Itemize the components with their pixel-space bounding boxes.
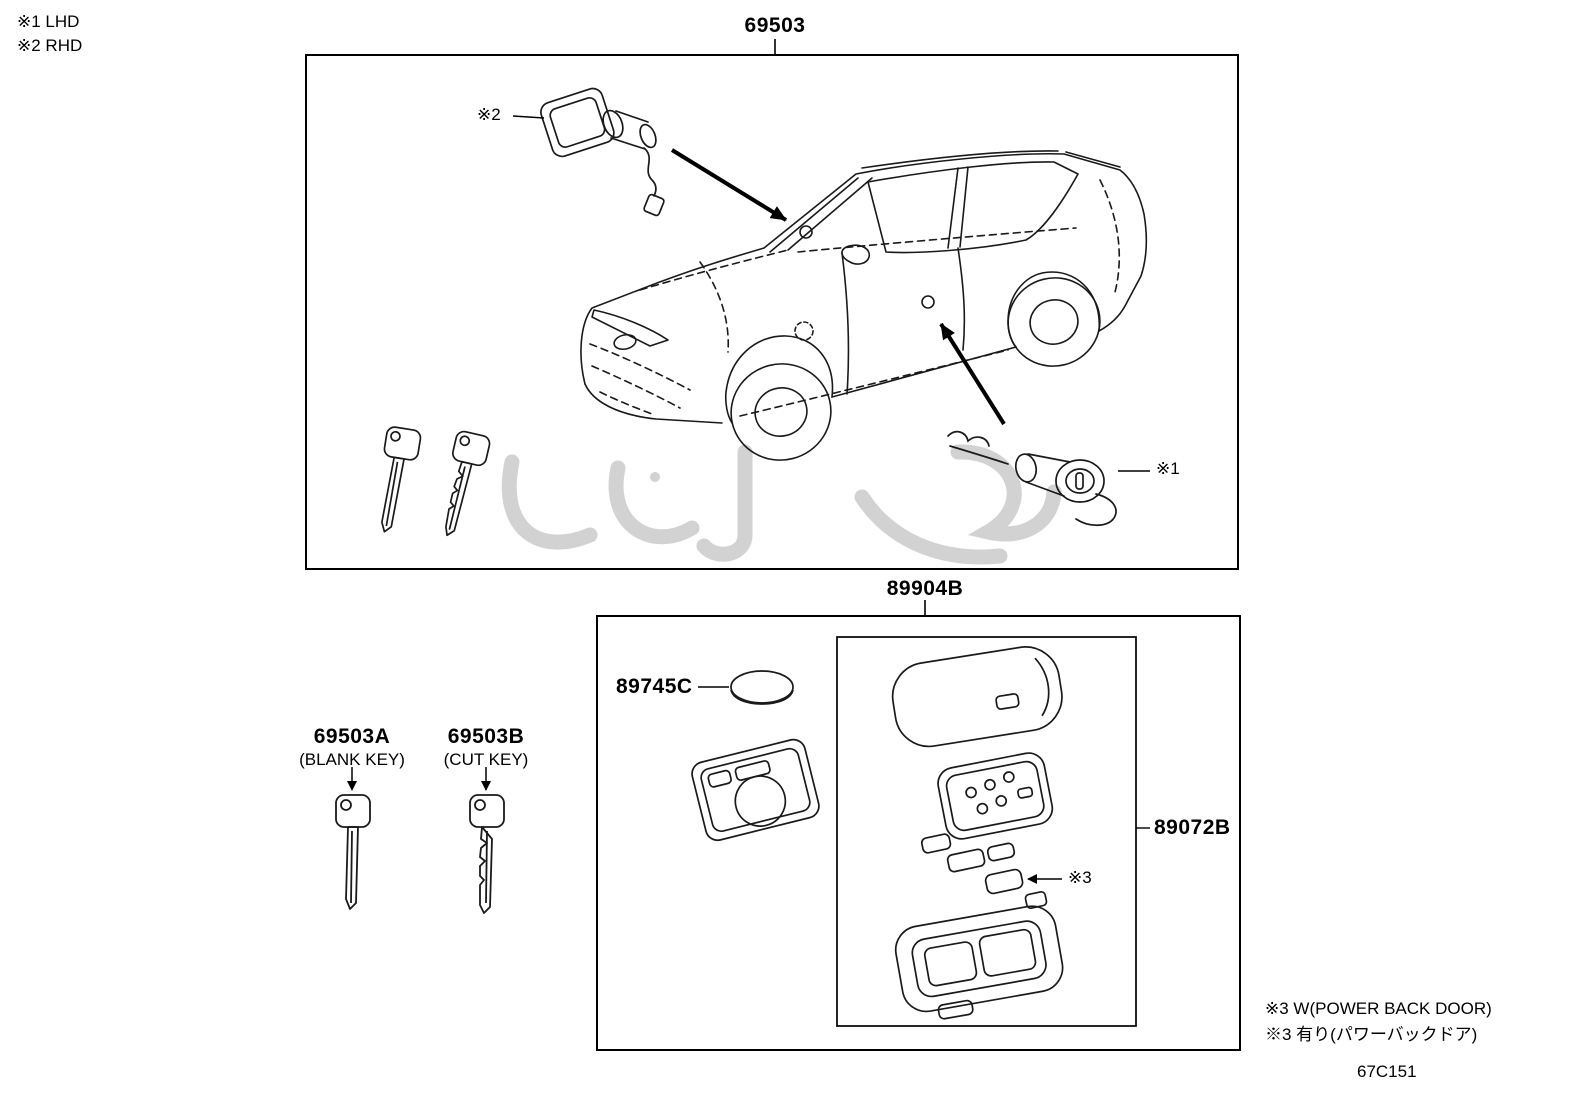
master-key-cut-illustration: [445, 430, 491, 537]
legend-power-back-door-en: ※3 W(POWER BACK DOOR): [1265, 999, 1492, 1018]
fob-front-case: [894, 905, 1064, 1020]
blank-key-illustration: [335, 794, 371, 910]
rear-door-lock-point: [921, 295, 935, 309]
fob-back-cover: [891, 646, 1063, 748]
watermark-logo: [501, 444, 1062, 565]
transmitter-box: [596, 615, 1241, 1051]
fob-buttons: [920, 833, 1048, 910]
blank-key-caption: (BLANK KEY): [299, 750, 405, 769]
legend-rhd: ※2 RHD: [17, 36, 83, 55]
part-label-blank-key: 69503A: [313, 725, 391, 748]
part-label-battery: 89745C: [616, 675, 693, 698]
marker-3-label: ※3: [1068, 868, 1092, 887]
arrow-to-front-door: [670, 148, 788, 222]
door-lock-cylinder-lhd: [947, 430, 1117, 527]
page-code: 67C151: [1357, 1062, 1417, 1081]
part-label-transmitter-housing: 89072B: [1154, 816, 1231, 839]
car-illustration: [580, 150, 1148, 461]
front-door-lock-point: [799, 225, 813, 239]
arrow-to-rear-door: [939, 322, 1006, 426]
transmitter-housing-box: [836, 636, 1137, 1027]
master-key-illustration: [381, 426, 422, 533]
leader-marker-2: [512, 115, 545, 119]
fob-button-power-back-door: [984, 868, 1024, 895]
marker-1-label: ※1: [1156, 459, 1180, 478]
cut-key-illustration: [469, 794, 505, 914]
legend-power-back-door-jp: ※3 有り(パワーバックドア): [1265, 1025, 1478, 1044]
part-label-cut-key: 69503B: [447, 725, 525, 748]
cut-key-caption: (CUT KEY): [443, 750, 529, 769]
door-lock-cylinder-rhd: [540, 87, 665, 217]
fob-button-pad: [937, 752, 1054, 840]
marker-2-label: ※2: [477, 105, 501, 124]
rear-wheel: [1007, 277, 1101, 367]
front-wheel: [730, 363, 832, 461]
legend-lhd: ※1 LHD: [17, 12, 80, 31]
part-label-lock-cylinder-set: 69503: [744, 14, 806, 37]
part-label-transmitter-assembly: 89904B: [886, 577, 964, 600]
battery-illustration: [730, 670, 794, 705]
main-parts-box: [305, 54, 1239, 570]
key-slot-plate: [691, 738, 820, 842]
